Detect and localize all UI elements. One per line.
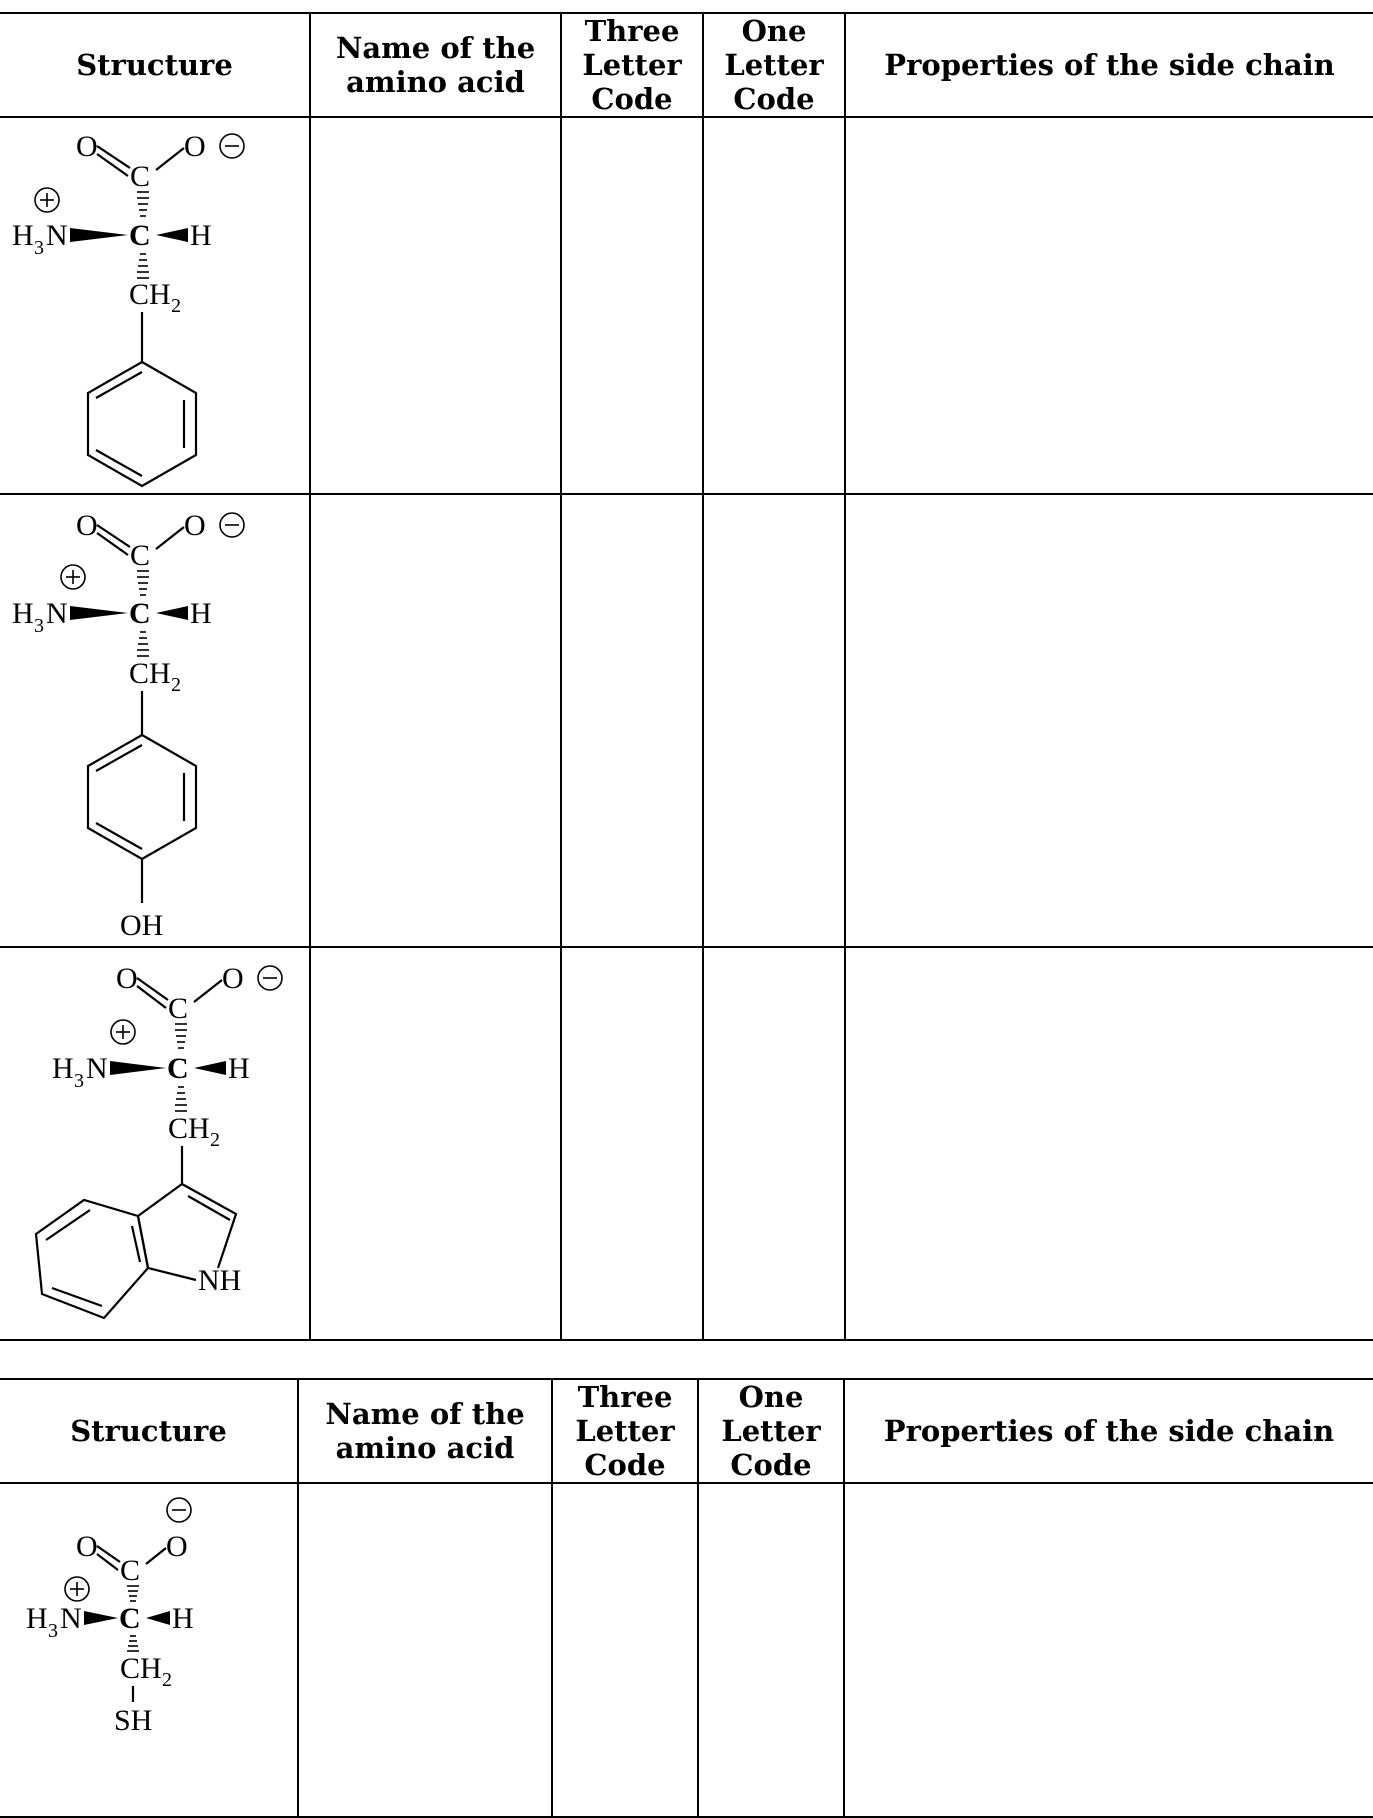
three-letter-cell[interactable] [560, 946, 704, 1341]
svg-text:2: 2 [171, 295, 181, 317]
atom-o-right: O [184, 130, 206, 163]
svg-text:2: 2 [171, 674, 181, 696]
atom-h: H [190, 219, 212, 252]
structure-cell: O O C H 3 N C H CH 2 [0, 116, 311, 495]
svg-text:2: 2 [162, 1669, 172, 1691]
svg-text:O: O [166, 1530, 188, 1563]
benzene-ring-icon [86, 733, 198, 861]
svg-text:C: C [119, 1602, 141, 1635]
structure-drawing: O O C H 3 N C H CH 2 [12, 509, 245, 942]
svg-text:CH: CH [129, 657, 171, 690]
svg-text:2: 2 [210, 1129, 220, 1151]
svg-text:C: C [167, 1052, 189, 1085]
svg-text:CH: CH [168, 1112, 210, 1145]
svg-text:O: O [184, 509, 206, 542]
header-name: Name of the amino acid [297, 1378, 553, 1484]
name-cell[interactable] [309, 116, 562, 495]
name-cell[interactable] [309, 946, 562, 1341]
indole-ring-icon [34, 1183, 238, 1320]
table-row: O O C H 3 N C H CH 2 SH [0, 1482, 1373, 1818]
three-letter-cell[interactable] [551, 1482, 699, 1818]
svg-text:N: N [46, 597, 68, 630]
one-letter-cell[interactable] [702, 493, 846, 948]
svg-text:3: 3 [74, 1070, 84, 1092]
atom-c-alpha: C [129, 219, 151, 252]
svg-text:O: O [76, 509, 98, 542]
svg-text:H: H [52, 1052, 74, 1085]
svg-text:O: O [116, 962, 138, 995]
table-row: O O C H 3 N C H CH 2 [0, 116, 1373, 495]
one-letter-cell[interactable] [697, 1482, 845, 1818]
svg-text:3: 3 [34, 237, 44, 259]
negative-charge-icon [219, 133, 245, 159]
svg-text:C: C [129, 597, 151, 630]
header-structure: Structure [0, 12, 311, 118]
three-letter-cell[interactable] [560, 493, 704, 948]
name-cell[interactable] [297, 1482, 553, 1818]
structure-drawing: O O C H 3 N C H CH 2 [12, 130, 245, 488]
svg-text:C: C [168, 992, 188, 1025]
svg-text:C: C [120, 1554, 140, 1587]
atom-n: N [46, 219, 68, 252]
table-row: O O C H 3 N C H CH 2 [0, 946, 1373, 1341]
structure-drawing: O O C H 3 N C H CH 2 [34, 962, 283, 1320]
structure-cell: O O C H 3 N C H CH 2 [0, 946, 311, 1341]
svg-text:H: H [12, 597, 34, 630]
header-structure: Structure [0, 1378, 299, 1484]
header-three-letter: Three Letter Code [551, 1378, 699, 1484]
benzene-ring-icon [86, 360, 198, 488]
structure-cell: O O C H 3 N C H CH 2 SH [0, 1482, 299, 1818]
one-letter-cell[interactable] [702, 946, 846, 1341]
svg-text:H: H [26, 1602, 48, 1635]
atom-oh: OH [120, 909, 163, 942]
svg-text:C: C [130, 539, 150, 572]
atom-o-left: O [76, 130, 98, 163]
atom-c-carbonyl: C [130, 160, 150, 193]
structure-drawing: O O C H 3 N C H CH 2 SH [26, 1497, 194, 1737]
header-three-letter: Three Letter Code [560, 12, 704, 118]
properties-cell[interactable] [843, 1482, 1373, 1818]
table-row: O O C H 3 N C H CH 2 [0, 493, 1373, 948]
negative-charge-icon [219, 512, 245, 538]
header-properties: Properties of the side chain [843, 1378, 1373, 1484]
three-letter-cell[interactable] [560, 116, 704, 495]
svg-text:H: H [190, 597, 212, 630]
negative-charge-icon [257, 965, 283, 991]
svg-text:N: N [86, 1052, 108, 1085]
atom-sh: SH [114, 1704, 152, 1737]
header-one-letter: One Letter Code [702, 12, 846, 118]
properties-cell[interactable] [844, 946, 1373, 1341]
header-name: Name of the amino acid [309, 12, 562, 118]
positive-charge-icon [64, 1576, 90, 1602]
positive-charge-icon [110, 1019, 136, 1045]
svg-text:3: 3 [34, 615, 44, 637]
amino-acid-table-2: Structure Name of the amino acid Three L… [0, 1378, 1373, 1818]
one-letter-cell[interactable] [702, 116, 846, 495]
header-one-letter: One Letter Code [697, 1378, 845, 1484]
structure-cell: O O C H 3 N C H CH 2 [0, 493, 311, 948]
svg-text:O: O [76, 1530, 98, 1563]
properties-cell[interactable] [844, 493, 1373, 948]
header-properties: Properties of the side chain [844, 12, 1373, 118]
atom-h3: H [12, 219, 34, 252]
atom-ch2: CH [129, 278, 171, 311]
negative-charge-icon [166, 1497, 192, 1523]
svg-text:CH: CH [120, 1652, 162, 1685]
properties-cell[interactable] [844, 116, 1373, 495]
amino-acid-table-1: Structure Name of the amino acid Three L… [0, 12, 1373, 1341]
svg-text:H: H [172, 1602, 194, 1635]
svg-text:N: N [60, 1602, 82, 1635]
svg-text:3: 3 [48, 1620, 58, 1642]
svg-text:H: H [228, 1052, 250, 1085]
atom-nh: NH [198, 1264, 241, 1297]
svg-text:O: O [222, 962, 244, 995]
name-cell[interactable] [309, 493, 562, 948]
positive-charge-icon [34, 187, 60, 213]
positive-charge-icon [60, 564, 86, 590]
